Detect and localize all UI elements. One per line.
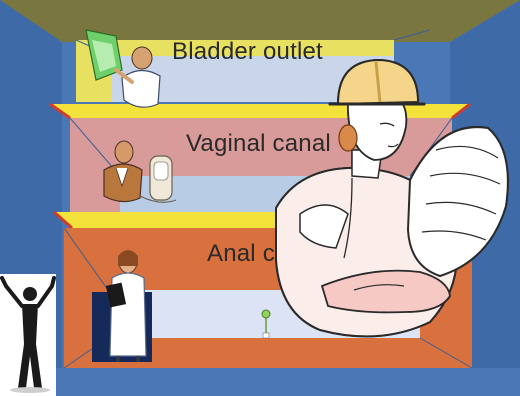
engineer-reading-blueprint-icon (276, 60, 508, 336)
